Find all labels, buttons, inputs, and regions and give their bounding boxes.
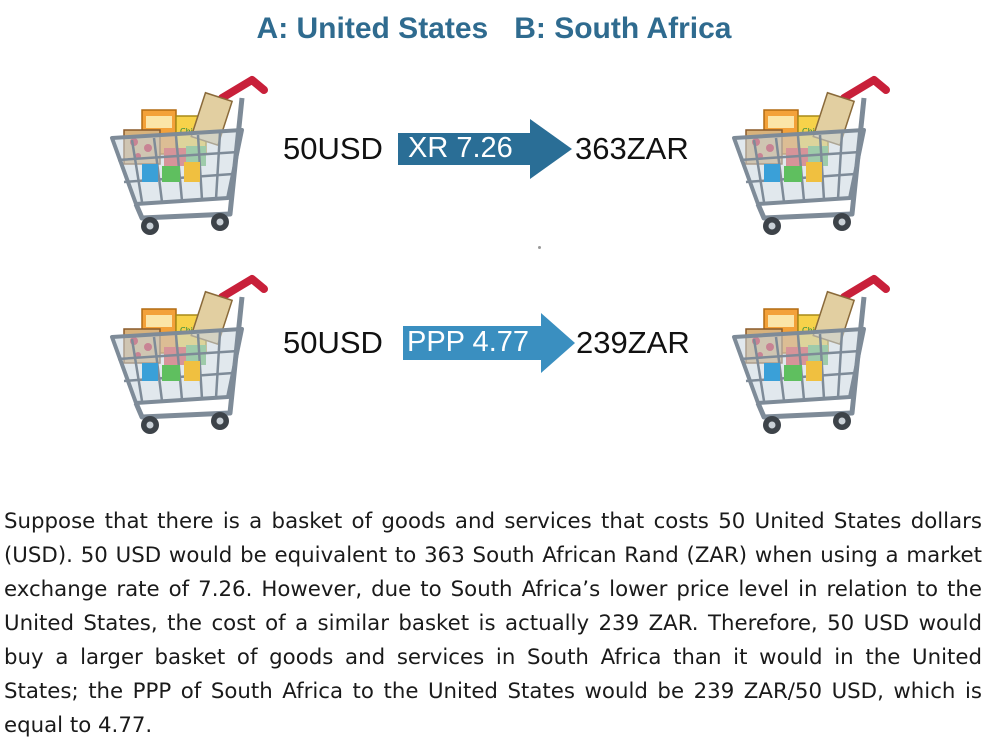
row2-ppp-arrow [403,313,575,373]
stray-dot [538,246,541,249]
shopping-cart-icon [102,68,278,244]
row2-from-amount: 50USD [283,325,383,360]
row2-arrow-label: PPP 4.77 [407,326,530,358]
row1-to-amount: 363ZAR [575,131,689,166]
row1-arrow-label: XR 7.26 [408,132,513,164]
shopping-cart-icon [724,68,900,244]
row2-to-amount: 239ZAR [576,325,690,360]
shopping-cart-icon [724,267,900,443]
row1-from-amount: 50USD [283,131,383,166]
explanation-paragraph: Suppose that there is a basket of goods … [4,509,982,738]
shopping-cart-icon [102,267,278,443]
country-b-label: B: South Africa [514,12,732,45]
country-a-label: A: United States [256,12,489,45]
diagram-title: A: United States B: South Africa [0,12,988,46]
row1-exchange-arrow [398,119,572,179]
